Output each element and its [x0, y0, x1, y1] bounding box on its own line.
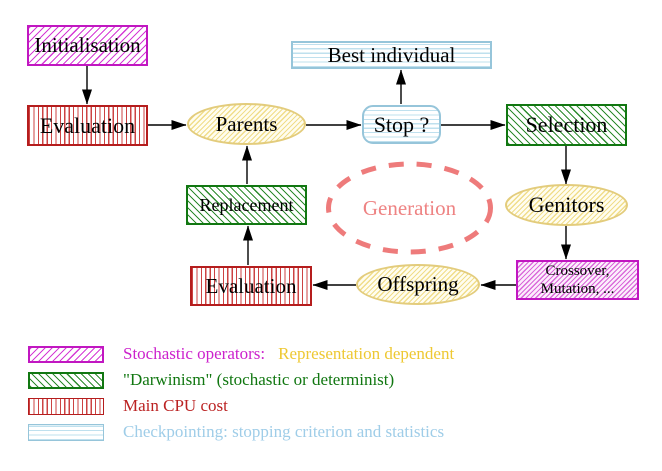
legend-label-main-cpu-cost: Main CPU cost: [123, 396, 228, 415]
node-offspring-label: Offspring: [377, 272, 459, 297]
node-crossover-label-line1: Crossover,: [545, 263, 610, 279]
node-evaluation-top: Evaluation: [27, 105, 148, 146]
legend-label-checkpointing: Checkpointing: stopping criterion and st…: [123, 422, 445, 441]
node-crossover-mutation: Crossover, Mutation, ...: [516, 260, 639, 300]
legend-swatch-cyan-stripes: [28, 423, 104, 441]
node-initialisation-label: Initialisation: [34, 33, 141, 58]
legend-swatch-red-stripes: [28, 397, 104, 415]
node-evaluation-bottom-label: Evaluation: [205, 273, 297, 298]
generation-dashed-ellipse: [326, 161, 493, 255]
node-genitors-label: Genitors: [528, 192, 605, 218]
node-replacement-label: Replacement: [199, 194, 294, 215]
node-genitors: Genitors: [505, 184, 628, 226]
generation-label-text: Generation: [362, 195, 457, 220]
node-offspring: Offspring: [356, 264, 480, 305]
legend-row-stochastic-operators: Stochastic operators: Representation dep…: [28, 344, 455, 363]
legend-label-darwinism: "Darwinism" (stochastic or determinist): [123, 370, 395, 389]
node-evaluation-top-label: Evaluation: [39, 112, 136, 138]
legend-row-main-cpu-cost: Main CPU cost: [28, 396, 228, 415]
legend-row-checkpointing: Checkpointing: stopping criterion and st…: [28, 422, 445, 441]
node-stop-label: Stop ?: [373, 111, 430, 137]
legend-swatch-green-hatch: [28, 371, 104, 389]
node-crossover-label-line2: Mutation, ...: [540, 281, 615, 297]
node-replacement: Replacement: [186, 185, 307, 225]
node-stop: Stop ?: [362, 105, 441, 144]
node-initialisation: Initialisation: [27, 25, 148, 66]
node-selection-label: Selection: [525, 112, 608, 138]
legend-row-darwinism: "Darwinism" (stochastic or determinist): [28, 370, 395, 389]
generation-cycle-label: Generation: [327, 163, 492, 253]
node-evaluation-bottom: Evaluation: [190, 266, 312, 306]
legend-label-stochastic-operators: Stochastic operators:: [123, 344, 266, 363]
node-best-individual-label: Best individual: [327, 42, 456, 67]
legend-label-representation-dependent: Representation dependent: [278, 344, 455, 363]
legend-swatch-magenta-hatch: [28, 345, 104, 363]
node-selection: Selection: [506, 104, 627, 146]
node-parents-label: Parents: [215, 111, 278, 136]
node-best-individual: Best individual: [291, 41, 492, 69]
node-parents: Parents: [187, 103, 306, 145]
